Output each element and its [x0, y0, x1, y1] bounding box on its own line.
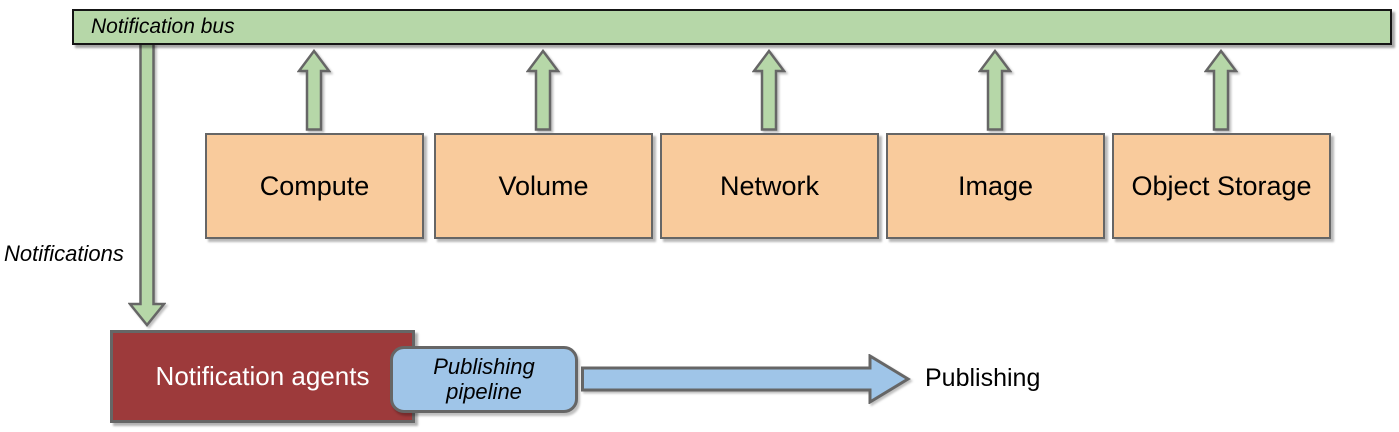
service-box-object-storage: Object Storage	[1112, 133, 1331, 239]
notification-bus-label: Notification bus	[91, 15, 235, 38]
notification-agents-box: Notification agents	[110, 330, 415, 423]
publishing-pipeline-box: Publishing pipeline	[390, 346, 578, 413]
service-label: Network	[719, 170, 820, 201]
up-arrow-icon-object-storage	[1204, 49, 1238, 131]
notifications-flow-label: Notifications	[4, 241, 124, 266]
publishing-pipeline-label: Publishing pipeline	[433, 353, 535, 404]
publishing-output-label: Publishing	[925, 364, 1041, 392]
up-arrow-icon-volume	[526, 49, 560, 131]
service-box-volume: Volume	[434, 133, 653, 239]
service-label: Image	[957, 170, 1034, 201]
up-arrow-icon-image	[978, 49, 1012, 131]
service-label: Compute	[259, 170, 370, 201]
notification-bus-bar: Notification bus	[72, 9, 1392, 45]
publishing-right-arrow-icon	[581, 354, 911, 404]
service-box-compute: Compute	[205, 133, 424, 239]
up-arrow-icon-compute	[297, 49, 331, 131]
up-arrow-icon-network	[752, 49, 786, 131]
service-box-network: Network	[660, 133, 879, 239]
notification-agents-label: Notification agents	[155, 361, 370, 391]
notifications-down-arrow-icon	[128, 43, 166, 327]
service-box-image: Image	[886, 133, 1105, 239]
service-label: Object Storage	[1131, 170, 1312, 201]
service-label: Volume	[498, 170, 589, 201]
